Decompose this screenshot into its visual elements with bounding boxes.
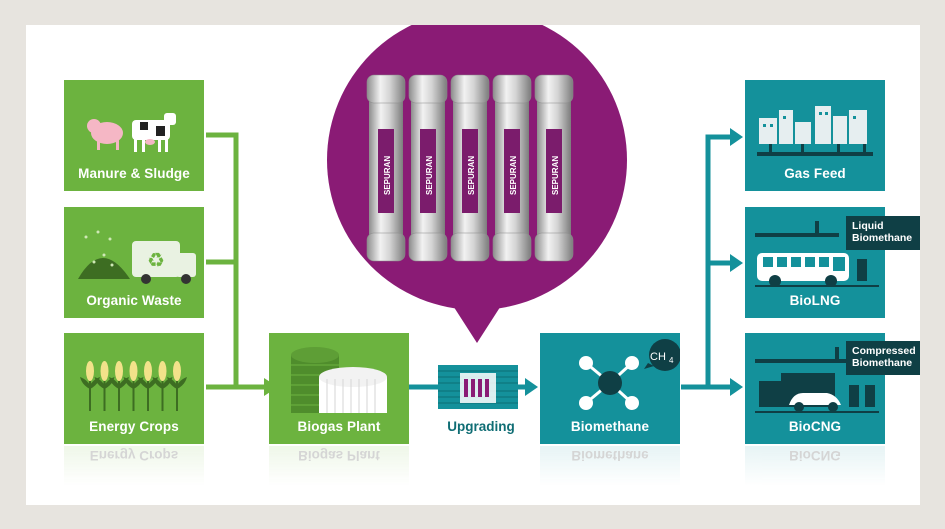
biogas-plant-label: Biogas Plant	[297, 419, 381, 434]
liquid-biomethane-tag: Liquid Biomethane	[846, 216, 920, 250]
gas-grid-city-icon	[757, 106, 873, 156]
sepuran-label: SEPURAN	[425, 156, 434, 195]
output-gas-feed: Gas Feed	[745, 80, 885, 191]
tag-line: Liquid	[852, 220, 884, 232]
ch4-formula: CH	[650, 351, 666, 363]
membrane-bubble: SEPURAN SEPURAN SEPURAN SEPURAN SEPURAN	[327, 25, 627, 343]
pig-and-cow-icon	[87, 113, 176, 152]
source-energy-crops: Energy Crops	[64, 333, 204, 444]
membrane-module: SEPURAN	[450, 74, 490, 262]
recycling-truck-icon: ♻	[78, 230, 196, 284]
source-reflection: Energy Crops	[64, 446, 204, 486]
source-label: Organic Waste	[86, 293, 182, 308]
biogas-reflection: Biogas Plant	[269, 446, 409, 486]
diagram-canvas: SEPURAN SEPURAN SEPURAN SEPURAN SEPURAN Manu…	[26, 25, 920, 505]
svg-text:♻: ♻	[147, 250, 165, 272]
biomethane-label: Biomethane	[570, 419, 650, 434]
compressed-biomethane-tag: Compressed Biomethane	[846, 341, 920, 375]
source-label: Energy Crops	[89, 419, 179, 434]
upgrading-label: Upgrading	[447, 419, 515, 434]
methane-molecule-icon: CH 4	[579, 339, 680, 410]
membrane-module: SEPURAN	[534, 74, 574, 262]
reflection-text: BioCNG	[789, 448, 841, 463]
output-label: Gas Feed	[784, 166, 846, 181]
tag-line: Biomethane	[852, 232, 913, 244]
bus-refuel-icon	[755, 221, 879, 287]
source-manure-sludge: Manure & Sludge	[64, 80, 204, 191]
reflection-text: Biogas Plant	[298, 448, 380, 463]
tag-line: Compressed	[852, 345, 916, 357]
biomethane-reflection: Biomethane	[540, 446, 680, 486]
biocng-reflection: BioCNG	[745, 446, 885, 486]
sepuran-label: SEPURAN	[467, 156, 476, 195]
membrane-module: SEPURAN	[366, 74, 406, 262]
membrane-module: SEPURAN	[408, 74, 448, 262]
truck-car-refuel-icon	[755, 347, 879, 413]
sepuran-label: SEPURAN	[551, 156, 560, 195]
biomethane-box: CH 4 Biomethane	[540, 333, 680, 444]
biogas-plant-box: Biogas Plant	[269, 333, 409, 444]
tag-line: Biomethane	[852, 357, 913, 369]
corn-crop-icon	[80, 361, 187, 411]
ch4-subscript: 4	[669, 356, 674, 365]
digester-tanks-icon	[291, 347, 387, 413]
source-label: Manure & Sludge	[78, 166, 190, 181]
membrane-module-icon	[438, 365, 518, 409]
sepuran-label: SEPURAN	[383, 156, 392, 195]
output-label: BioCNG	[788, 419, 842, 434]
flow-arrows	[206, 128, 743, 396]
sepuran-label: SEPURAN	[509, 156, 518, 195]
reflection-text: Biomethane	[571, 448, 649, 463]
output-label: BioLNG	[789, 293, 841, 308]
reflection-text: Energy Crops	[89, 448, 179, 463]
source-organic-waste: ♻ Organic Waste	[64, 207, 204, 318]
membrane-module: SEPURAN	[492, 74, 532, 262]
